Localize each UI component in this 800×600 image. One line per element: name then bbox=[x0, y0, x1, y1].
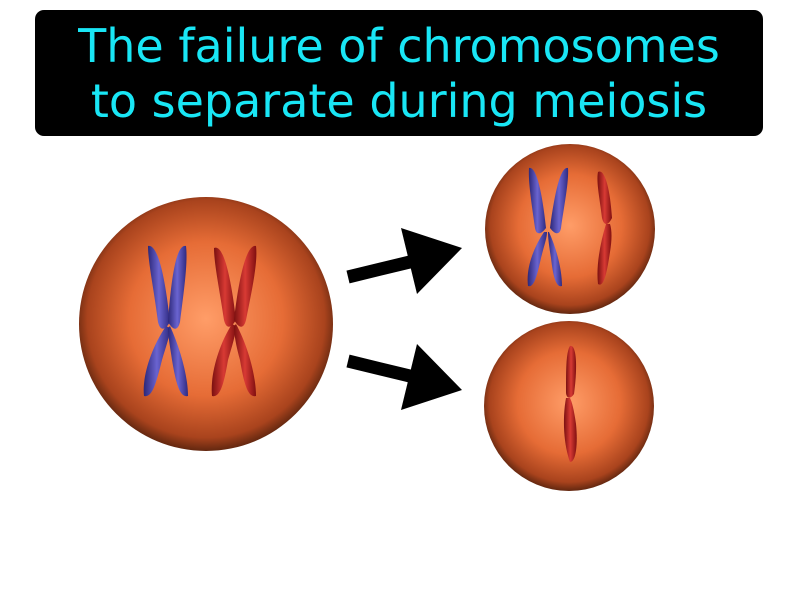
blue-chromosome-pair bbox=[143, 245, 188, 397]
daughter-cell-extra bbox=[485, 144, 655, 314]
parent-cell bbox=[79, 197, 333, 451]
blue-chromatid-upper-left bbox=[148, 245, 170, 329]
red-chromatid-upper-left bbox=[214, 247, 236, 327]
blue-chromosome-daughter bbox=[527, 167, 569, 287]
blue-chromatid-lower-right bbox=[168, 326, 188, 397]
caption-line-2: to separate during meiosis bbox=[90, 74, 708, 128]
arrow-to-bottom-cell bbox=[346, 344, 462, 410]
blue-chromatid-upper-left-daughter bbox=[528, 167, 546, 234]
arrow-to-top-cell bbox=[346, 228, 462, 294]
red-chromatid-upper-daughter bbox=[597, 171, 612, 224]
arrow-head-top bbox=[401, 228, 462, 294]
red-chromosome-pair bbox=[211, 245, 257, 397]
caption-line-1: The failure of chromosomes bbox=[78, 19, 720, 73]
parent-cell-body bbox=[79, 197, 333, 451]
red-chromatid-lower-left bbox=[211, 324, 236, 397]
red-chromosome-daughter bbox=[597, 171, 612, 285]
red-chromatid-lower-daughter bbox=[597, 224, 612, 285]
blue-chromatid-lower-left bbox=[143, 326, 170, 397]
daughter-cell-missing bbox=[484, 321, 654, 491]
blue-chromatid-upper-right-daughter bbox=[550, 167, 569, 234]
arrow-shaft-top bbox=[346, 253, 420, 284]
caption-box: The failure of chromosomes to separate d… bbox=[35, 10, 763, 136]
red-chromatid-lower-right bbox=[234, 324, 256, 397]
daughter-cell-extra-body bbox=[485, 144, 655, 314]
arrow-shaft-bottom bbox=[346, 354, 420, 385]
red-chromatid-upper-right bbox=[234, 245, 257, 327]
arrow-head-bottom bbox=[401, 344, 462, 410]
blue-chromatid-upper-right bbox=[168, 245, 187, 329]
red-chromatid-lower-single bbox=[563, 398, 577, 462]
single-red-chromatid bbox=[563, 345, 577, 462]
blue-chromatid-lower-left-daughter bbox=[527, 232, 547, 287]
red-chromatid-upper-single bbox=[566, 345, 577, 398]
blue-chromatid-lower-right-daughter bbox=[548, 232, 562, 287]
